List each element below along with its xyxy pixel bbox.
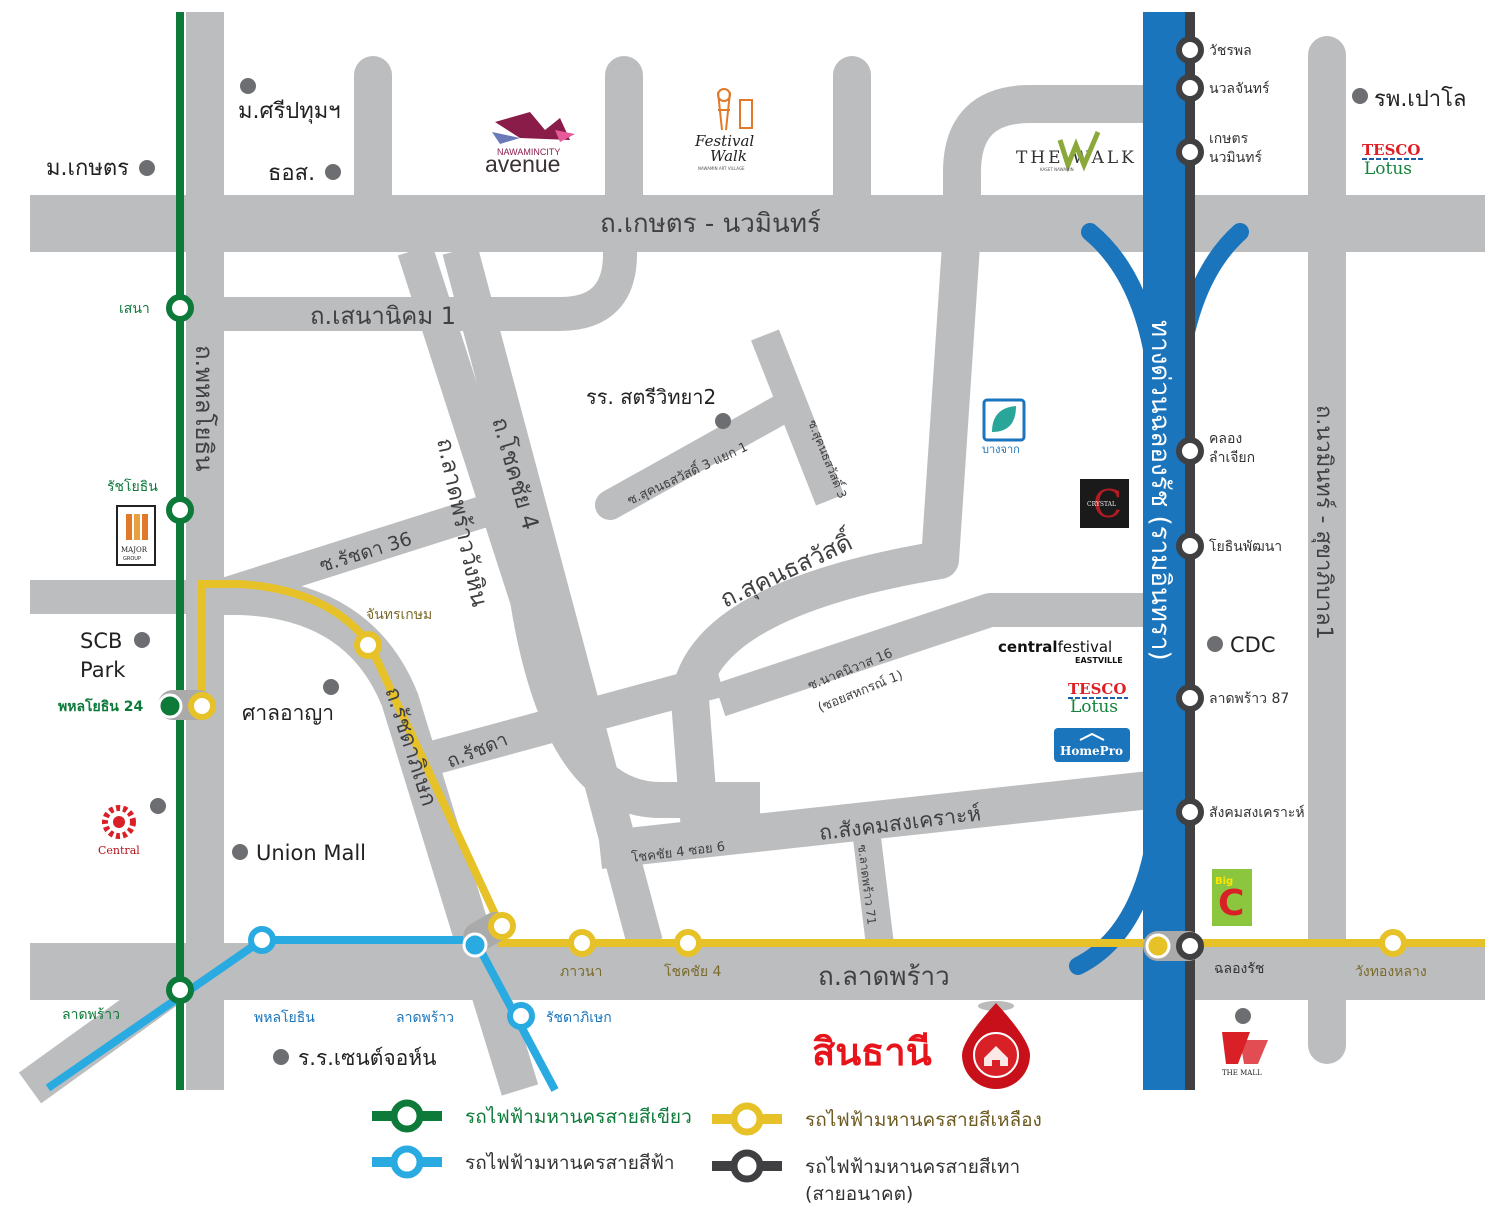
logo-festival-walk: Festival Walk NAWAMIN ART VILLAGE [694, 88, 754, 171]
svg-text:Walk: Walk [710, 147, 747, 165]
station-wang-thonglang: วังทองหลาง [1355, 964, 1427, 980]
svg-text:Festival: Festival [694, 132, 754, 150]
logo-bangchak: บางจาก [982, 398, 1026, 456]
road-kaset-nawamin: ถ.เกษตร - นวมินทร์ [600, 209, 821, 239]
project-marker[interactable]: สินธานี [812, 1001, 1030, 1089]
logo-tesco-lotus: TESCO Lotus [1068, 680, 1128, 717]
road-senanikom1: ถ.เสนานิคม 1 [310, 302, 456, 330]
svg-text:TESCO: TESCO [1362, 141, 1420, 159]
poi-union-mall: Union Mall [256, 841, 366, 865]
station-ladprao-green: ลาดพร้าว [62, 1007, 120, 1023]
road-phahonyothin: ถ.พหลโยธิน [190, 345, 218, 472]
poi-kaset-univ: ม.เกษตร [46, 156, 129, 181]
station-phawana: ภาวนา [560, 964, 602, 980]
logo-tesco-lotus-top: TESCO Lotus [1362, 141, 1424, 179]
expressway-label: ทางด่วนฉลองรัช (รามอินทรา) [1145, 320, 1175, 661]
poi-cdc: CDC [1230, 633, 1276, 657]
svg-text:รถไฟฟ้ามหานครสายสีฟ้า: รถไฟฟ้ามหานครสายสีฟ้า [465, 1152, 675, 1174]
poi-scb-park-1: SCB [80, 629, 122, 653]
svg-text:รถไฟฟ้ามหานครสายสีเทา: รถไฟฟ้ามหานครสายสีเทา [805, 1156, 1020, 1178]
poi-sripatum: ม.ศรีปทุมฯ [238, 99, 341, 124]
station-kaset-1: เกษตร [1209, 131, 1249, 147]
stations [157, 36, 1407, 1030]
svg-text:HomePro: HomePro [1060, 744, 1123, 758]
svg-text:Central: Central [98, 844, 140, 857]
station-khlong-2: ลำเจียก [1209, 450, 1255, 466]
logo-homepro: HomePro [1054, 728, 1130, 762]
poi-st-john: ร.ร.เซนต์จอห์น [298, 1046, 436, 1070]
svg-text:TESCO: TESCO [1068, 680, 1126, 698]
svg-text:KASET NAWAMIN: KASET NAWAMIN [1040, 167, 1074, 172]
station-watcharaphon: วัชรพล [1209, 43, 1252, 59]
legend: รถไฟฟ้ามหานครสายสีเขียว รถไฟฟ้ามหานครสาย… [372, 1099, 1042, 1205]
svg-text:centralfestival: centralfestival [998, 638, 1112, 656]
svg-text:NAWAMIN ART VILLAGE: NAWAMIN ART VILLAGE [698, 166, 745, 171]
station-chanthrakasem: จันทรเกษม [366, 607, 432, 623]
svg-text:avenue: avenue [485, 151, 560, 177]
logo-major-group: MAJOR GROUP [116, 505, 156, 566]
station-ratchadaphisek: รัชดาภิเษก [546, 1010, 612, 1026]
logo-central: Central [98, 805, 140, 857]
station-kaset-2: นวมินทร์ [1209, 149, 1262, 166]
svg-text:GROUP: GROUP [123, 556, 141, 562]
svg-text:รถไฟฟ้ามหานครสายสีเขียว: รถไฟฟ้ามหานครสายสีเขียว [465, 1106, 692, 1128]
svg-text:บางจาก: บางจาก [982, 443, 1020, 456]
station-ratchayothin: รัชโยธิน [107, 478, 158, 495]
svg-text:THE WALK: THE WALK [1016, 148, 1137, 168]
poi-scb-park-2: Park [80, 658, 126, 682]
logo-the-walk: THE WALK KASET NAWAMIN [1016, 131, 1137, 173]
road-nawamin-sukhaphiban: ถ.นวมินทร์ - สุขาภิบาล1 [1311, 405, 1336, 640]
station-sangkhom: สังคมสงเคราะห์ [1209, 804, 1305, 821]
svg-text:รถไฟฟ้ามหานครสายสีเหลือง: รถไฟฟ้ามหานครสายสีเหลือง [805, 1109, 1042, 1131]
poi-court: ศาลอาญา [242, 701, 334, 725]
svg-text:C: C [1218, 883, 1244, 924]
station-phahonyothin24: พหลโยธิน 24 [58, 697, 143, 715]
svg-text:Big: Big [1215, 876, 1233, 887]
poi-satri-school: รร. สตรีวิทยา2 [586, 385, 716, 409]
svg-text:NAWAMINCITY: NAWAMINCITY [497, 147, 560, 157]
road-network [18, 12, 1485, 1104]
station-sena: เสนา [119, 301, 150, 317]
legend-grey: รถไฟฟ้ามหานครสายสีเทา (สายอนาคต) [712, 1149, 1020, 1205]
logo-bigc: C Big [1212, 869, 1252, 926]
legend-green: รถไฟฟ้ามหานครสายสีเขียว [372, 1099, 692, 1133]
station-chalong-rat: ฉลองรัช [1214, 961, 1264, 977]
station-phahonyothin-blue: พหลโยธิน [254, 1009, 315, 1026]
legend-blue: รถไฟฟ้ามหานครสายสีฟ้า [372, 1145, 675, 1179]
svg-text:CRYSTAL: CRYSTAL [1087, 501, 1116, 508]
road-ladprao: ถ.ลาดพร้าว [818, 962, 950, 992]
project-name: สินธานี [812, 1030, 932, 1074]
poi-paolo-hospital: รพ.เปาโล [1374, 86, 1466, 112]
svg-text:THE MALL: THE MALL [1222, 1069, 1262, 1077]
svg-text:(สายอนาคต): (สายอนาคต) [805, 1183, 913, 1205]
svg-text:C: C [1093, 482, 1122, 526]
station-ladprao-blue: ลาดพร้าว [396, 1010, 454, 1026]
svg-text:MAJOR: MAJOR [121, 546, 148, 554]
yellow-line [198, 580, 1485, 947]
logo-central-festival: centralfestival EASTVILLE [998, 638, 1123, 665]
station-nuanchan: นวลจันทร์ [1209, 80, 1270, 97]
logo-the-mall: THE MALL [1222, 1032, 1268, 1077]
station-khlong-1: คลอง [1209, 431, 1242, 447]
svg-text:Lotus: Lotus [1070, 697, 1118, 717]
logo-crystal: C CRYSTAL [1080, 479, 1129, 528]
svg-text:Lotus: Lotus [1364, 159, 1412, 179]
logo-nawamin-city-avenue: NAWAMINCITY avenue [485, 112, 575, 177]
station-ladprao87: ลาดพร้าว 87 [1209, 691, 1289, 707]
station-chokchai4: โชคชัย 4 [664, 963, 722, 980]
svg-text:EASTVILLE: EASTVILLE [1075, 656, 1123, 665]
station-yothin-phatthana: โยธินพัฒนา [1209, 538, 1282, 555]
poi-baac: ธอส. [268, 161, 315, 186]
legend-yellow: รถไฟฟ้ามหานครสายสีเหลือง [712, 1102, 1042, 1136]
